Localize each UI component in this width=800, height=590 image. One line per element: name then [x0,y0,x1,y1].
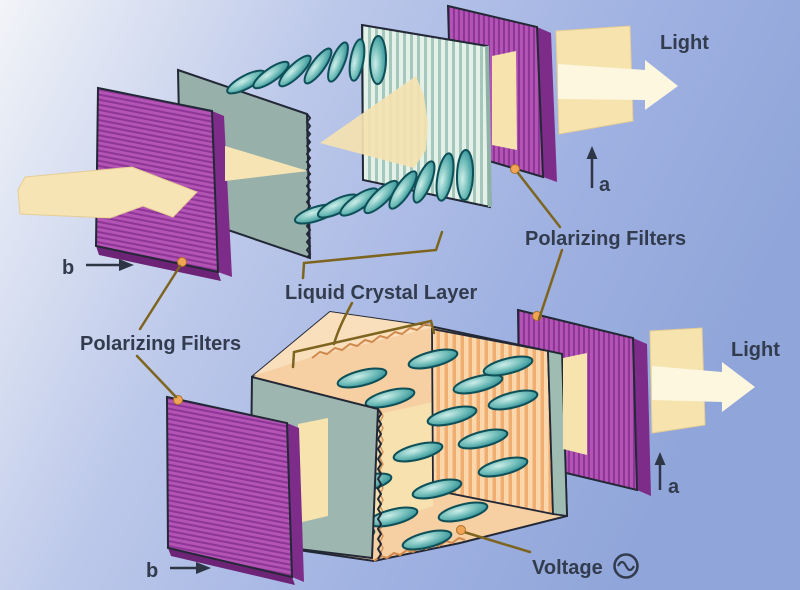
light-out-bottom [649,327,755,434]
lc-molecule [412,160,436,204]
lc-molecule [327,41,349,83]
lc-molecule [252,60,290,90]
axis-a-label-bottom: a [668,476,680,498]
axis-b-label-bottom: b [146,560,158,582]
ac-source-icon [613,553,639,579]
liquid-crystal-layer-label: Liquid Crystal Layer [285,282,477,304]
polarizing-filters-label-left: Polarizing Filters [80,333,241,355]
pointer-dot [177,257,187,267]
lc-molecule [278,54,312,88]
lc-molecule [426,405,478,427]
callout-line [135,354,178,399]
callout-curve [332,301,354,346]
light-window-on-plate [298,418,328,523]
light-window-top [492,51,517,150]
lc-molecule [487,389,539,411]
callout-bracket-upper [301,230,444,280]
lc-molecule [401,529,453,551]
axis-b-arrow-bottom: b [146,560,211,582]
lc-molecule [364,387,416,409]
lc-molecule [303,47,333,85]
light-window-bottom [563,353,587,455]
callout-line [516,171,562,229]
callout-line [462,530,532,554]
axis-a-arrow-bottom: a [654,452,680,498]
lc-molecule [348,38,366,82]
box-wall-glass-edge [547,349,568,518]
lc-molecule [452,373,504,395]
axis-a-label-top: a [599,174,611,196]
axis-b-arrow-top: b [62,257,134,279]
lc-molecule [482,355,534,377]
liquid-crystal-twisted-upper [226,35,388,95]
box-top-face [253,312,434,376]
voltage-label: Voltage [532,557,603,579]
axis-a-arrow-top: a [586,146,611,196]
lc-molecule [435,152,455,202]
light-label-top: Light [660,32,709,54]
polarizer-horizontal-bottom [165,395,304,585]
light-label-bottom: Light [731,339,780,361]
lc-molecule [392,441,444,463]
callout-line [537,248,564,321]
box-top-jagged-edge [311,322,433,359]
callout-line [138,264,182,331]
pointer-dot [456,525,466,535]
plate-jagged-edge [376,408,383,560]
pointer-dot [510,164,520,174]
bottom-assembly: a b Light [146,308,780,585]
top-assembly: a b Light [17,4,709,281]
lc-molecule [336,367,388,389]
lc-molecule [477,456,529,478]
lc-molecule [388,170,418,210]
lc-molecule [411,478,463,500]
plate-jagged-edge [305,113,312,259]
liquid-crystal-aligned [324,348,539,551]
light-beam-converging [225,146,308,181]
polarizing-filters-label-right: Polarizing Filters [525,228,686,250]
lc-molecule [407,348,459,370]
callouts: Polarizing Filters Polarizing Filters Li… [80,171,686,579]
light-out-top [555,25,678,135]
lc-molecule [437,501,489,523]
lc-molecule [363,179,399,215]
lc-molecule [455,149,475,201]
lc-molecule [368,35,388,85]
light-beam-twisting-fan [320,76,428,168]
light-in-arrow [17,166,198,219]
liquid-crystal-twisted-lower [293,149,475,225]
axis-b-label-top: b [62,257,74,279]
lc-molecule [457,428,509,450]
callout-bracket-lower [291,319,436,369]
